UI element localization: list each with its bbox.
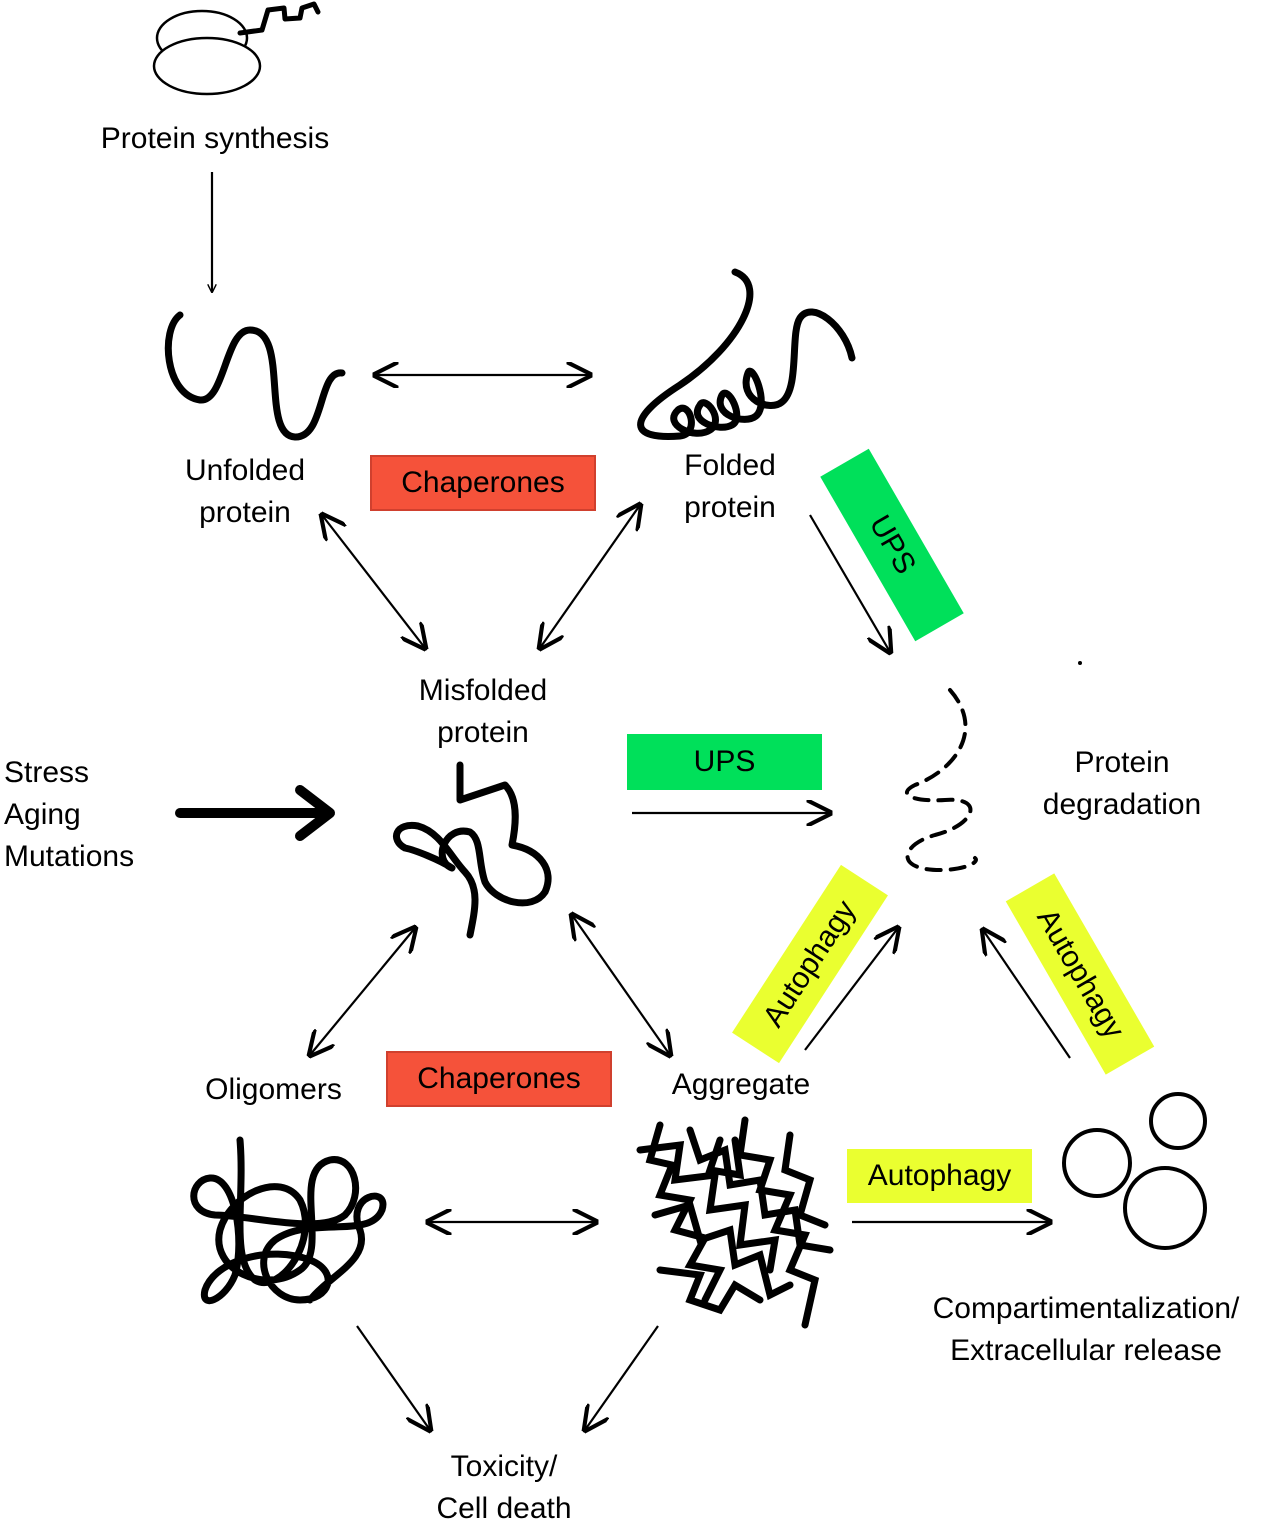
oligomers-label: Oligomers [205, 1073, 342, 1106]
compartment-label: Compartimentalization/ Extracellular rel… [905, 1288, 1267, 1372]
protein-degradation-label: Protein degradation [1022, 742, 1222, 826]
autophagy-box-bottom: Autophagy [847, 1149, 1032, 1203]
misfolded-line2: protein [437, 716, 529, 749]
folded-protein-icon [637, 268, 856, 441]
misfolded-line1: Misfolded [418, 674, 548, 707]
mutations-text: Mutations [4, 840, 135, 873]
toxicity-line1: Toxicity/ [450, 1450, 558, 1483]
arrow-misfolded-oligomers [310, 928, 415, 1055]
degradation-line2: degradation [1042, 788, 1202, 821]
aging-text: Aging [4, 798, 81, 831]
aggregate-icon [636, 1116, 834, 1329]
folded-line2: protein [684, 491, 776, 524]
stress-factors-label: Stress Aging Mutations [4, 752, 174, 878]
arrow-aggregate-to-toxicity [585, 1325, 659, 1430]
folded-line1: Folded [684, 449, 776, 482]
arrow-folded-misfolded [540, 505, 640, 648]
arrow-aggregate-to-degradation [804, 928, 898, 1051]
unfolded-line2: protein [199, 496, 291, 529]
toxicity-line2: Cell death [436, 1492, 572, 1522]
degradation-line1: Protein [1074, 746, 1170, 779]
aggregate-label: Aggregate [671, 1068, 811, 1101]
ribosome-icon [152, 1, 321, 96]
arrow-folded-to-degradation [809, 514, 890, 652]
protein-synthesis-label: Protein synthesis [100, 122, 330, 155]
vesicles-icon [1062, 1092, 1207, 1250]
stress-arrow [175, 785, 335, 841]
folded-protein-label: Folded protein [660, 445, 800, 529]
unfolded-protein-icon [164, 311, 346, 441]
ups-box-horizontal: UPS [627, 734, 822, 790]
arrow-misfolded-aggregate [572, 915, 670, 1055]
degraded-protein-icon [905, 661, 1082, 873]
unfolded-protein-label: Unfolded protein [160, 450, 330, 534]
misfolded-protein-label: Misfolded protein [398, 670, 568, 754]
toxicity-label: Toxicity/ Cell death [414, 1446, 594, 1522]
chaperones-box-top: Chaperones [370, 455, 596, 511]
compartment-line2: Extracellular release [950, 1334, 1222, 1367]
misfolded-protein-icon [393, 761, 552, 939]
oligomers-icon [190, 1136, 387, 1305]
arrow-oligomers-to-toxicity [356, 1325, 430, 1430]
chaperones-box-bottom: Chaperones [386, 1051, 612, 1107]
stress-text: Stress [4, 756, 90, 789]
unfolded-line1: Unfolded [184, 454, 306, 487]
compartment-line1: Compartimentalization/ [932, 1292, 1240, 1325]
arrow-unfolded-misfolded [322, 515, 425, 648]
arrow-vesicles-to-degradation [983, 930, 1071, 1059]
